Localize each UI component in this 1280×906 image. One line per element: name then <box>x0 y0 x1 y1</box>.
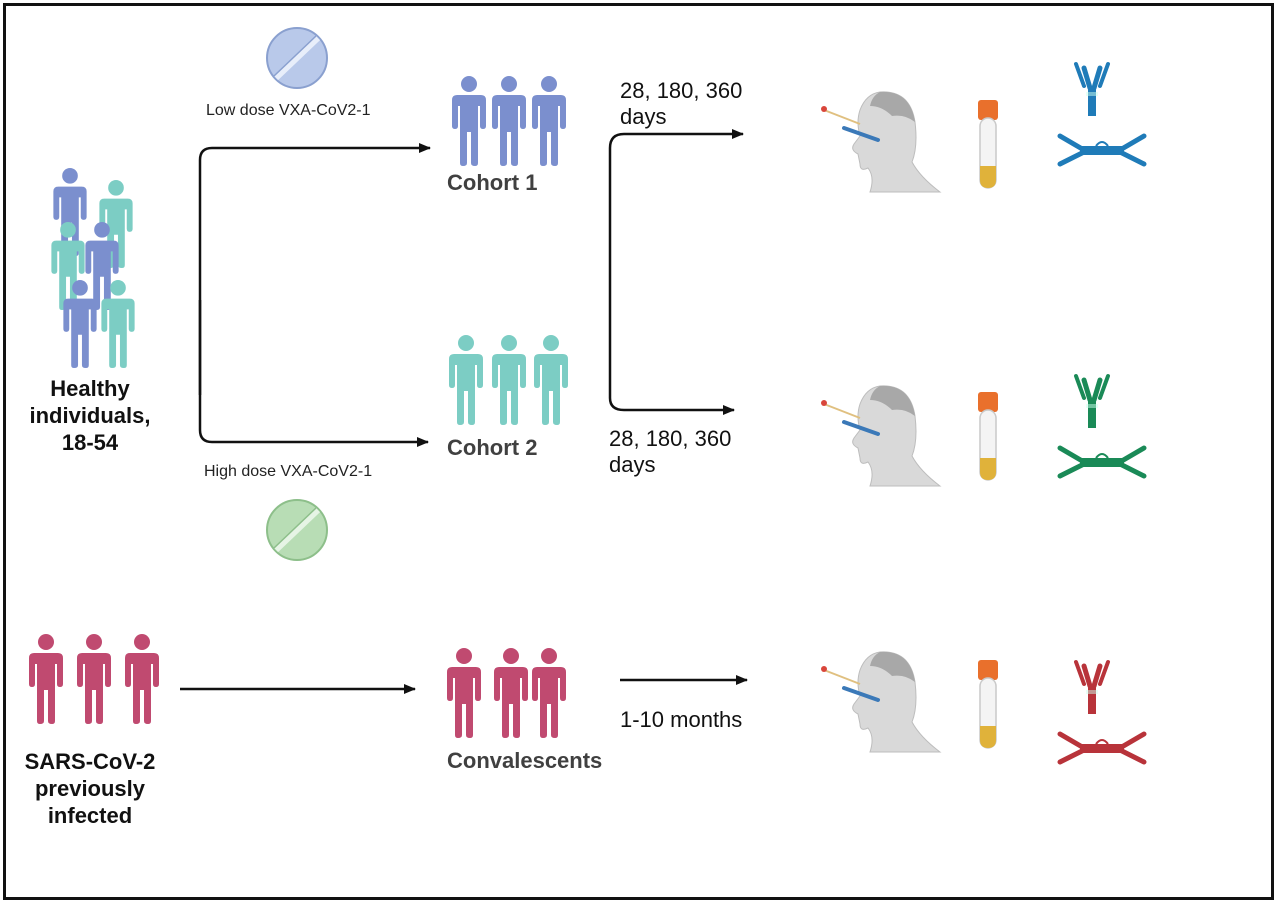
infected-group-label: SARS-CoV-2 previously infected <box>24 749 156 828</box>
person-icon <box>29 634 63 724</box>
person-icon <box>532 76 566 166</box>
cohort-2-label: Cohort 2 <box>447 435 538 460</box>
convalescents-label: Convalescents <box>447 748 603 773</box>
person-icon <box>77 634 111 724</box>
person-icon <box>51 222 85 310</box>
antibody-icon <box>1076 662 1108 714</box>
blood-tube-icon <box>978 660 998 749</box>
flow-arrow <box>608 360 735 415</box>
person-icon <box>449 335 483 425</box>
cohort-1-timepoints: 28, 180, 360 days <box>620 78 743 129</box>
flow-arrow <box>608 129 744 360</box>
antibody-icon <box>1076 64 1108 116</box>
sampling-icons <box>821 64 1147 765</box>
flow-arrows <box>180 129 748 694</box>
antibody-icon <box>1057 731 1147 765</box>
antibody-icon <box>1057 133 1147 167</box>
flow-arrow <box>198 143 431 395</box>
nasal-swab-head-icon <box>821 385 942 487</box>
person-icon <box>492 76 526 166</box>
person-icon <box>492 335 526 425</box>
high-dose-label: High dose VXA-CoV2-1 <box>204 463 373 480</box>
person-icon <box>452 76 486 166</box>
convalescent-timepoints: 1-10 months <box>620 707 743 732</box>
nasal-swab-head-icon <box>821 91 942 193</box>
flow-arrow <box>198 300 429 447</box>
pill-icon-low <box>266 27 328 89</box>
person-icon <box>532 648 566 738</box>
person-icon <box>534 335 568 425</box>
diagram-border <box>3 3 1274 900</box>
cohort-1-label: Cohort 1 <box>447 170 538 195</box>
antibody-icon <box>1057 445 1147 479</box>
low-dose-label: Low dose VXA-CoV2-1 <box>206 102 371 119</box>
blood-tube-icon <box>978 392 998 481</box>
blood-tube-icon <box>978 100 998 189</box>
pill-icon-high <box>266 499 328 561</box>
cohort-2-timepoints: 28, 180, 360 days <box>609 426 732 477</box>
person-icon <box>125 634 159 724</box>
nasal-swab-head-icon <box>821 651 942 753</box>
antibody-icon <box>1076 376 1108 428</box>
person-icon <box>494 648 528 738</box>
healthy-group-label: Healthy individuals, 18-54 <box>29 376 151 455</box>
person-icon <box>447 648 481 738</box>
person-icon <box>63 280 97 368</box>
